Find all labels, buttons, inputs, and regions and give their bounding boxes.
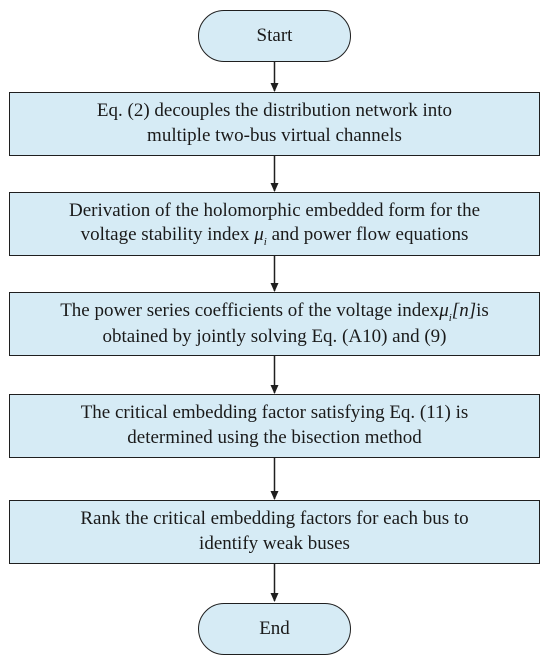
mu-symbol: μi <box>254 224 267 249</box>
step-4-line-1: The critical embedding factor satisfying… <box>80 402 469 424</box>
start-label: Start <box>256 24 293 46</box>
step-1-box: Eq. (2) decouples the distribution netwo… <box>9 92 540 156</box>
step-2-line-1: Derivation of the holomorphic embedded f… <box>68 199 480 221</box>
step-5-line-2: identify weak buses <box>199 533 350 554</box>
step-2-box: Derivation of the holomorphic embedded f… <box>9 192 540 256</box>
step-3-line-1-pre: The power series coefficients of the vol… <box>60 299 440 321</box>
step-4-box: The critical embedding factor satisfying… <box>9 394 540 458</box>
index-bracket: [n] <box>451 299 477 321</box>
step-5-line-1: Rank the critical embedding factors for … <box>80 508 469 530</box>
step-2-line-2-post: and power flow equations <box>266 224 469 246</box>
step-1-line-2: multiple two-bus virtual channels <box>147 125 402 146</box>
step-1-line-1: Eq. (2) decouples the distribution netwo… <box>96 100 453 122</box>
step-5-box: Rank the critical embedding factors for … <box>9 500 540 564</box>
step-3-box: The power series coefficients of the vol… <box>9 292 540 356</box>
step-3-line-1-post: is <box>476 299 489 321</box>
step-3-line-1: The power series coefficients of the vol… <box>60 299 489 325</box>
step-2-line-2-pre: voltage stability index <box>80 224 255 246</box>
end-label: End <box>259 617 290 639</box>
step-4-line-2: determined using the bisection method <box>127 427 422 448</box>
end-terminal: End <box>198 603 351 655</box>
mu-index-symbol: μi <box>439 299 452 324</box>
step-3-line-2: obtained by jointly solving Eq. (A10) an… <box>102 325 447 347</box>
step-2-line-2: voltage stability index μi and power flo… <box>69 223 480 249</box>
start-terminal: Start <box>198 10 351 62</box>
